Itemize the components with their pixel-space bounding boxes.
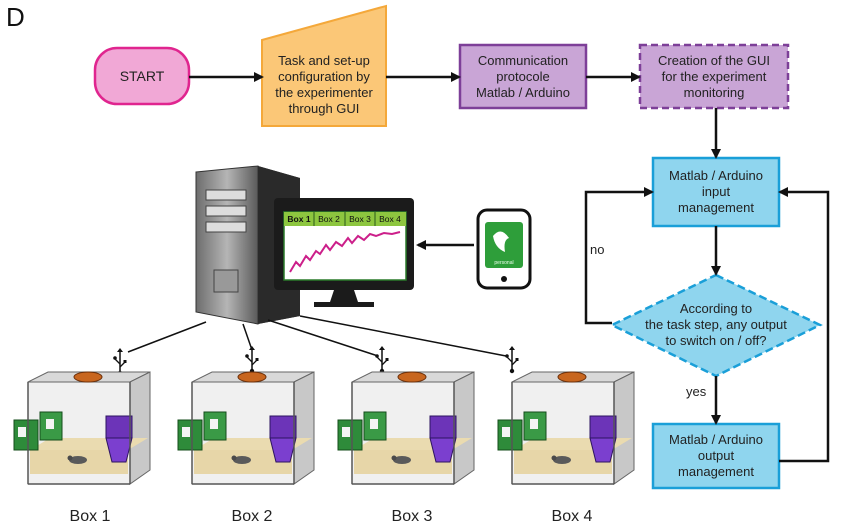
gui-creation-label: Creation of the GUI for the experiment m… <box>658 53 770 100</box>
box-cage-1 <box>13 371 151 485</box>
monitor-chart-line <box>289 231 401 273</box>
input-management-node <box>651 156 781 228</box>
usb-icon-4 <box>505 346 519 374</box>
phone-app-text: personal <box>494 260 513 266</box>
output-management-node <box>651 422 781 490</box>
task-setup-label: Task and set-up configuration by the exp… <box>275 53 373 116</box>
usb-cables <box>127 315 507 357</box>
box-caption-1: Box 1 <box>69 508 111 525</box>
panel-letter: D <box>6 2 25 32</box>
monitor-tab-4: Box 4 <box>379 214 401 224</box>
output-management-label: Matlab / Arduino output management <box>669 432 763 479</box>
monitor-tab-1: Box 1 <box>287 214 310 224</box>
usb-icon-1 <box>113 348 127 376</box>
decision-label: According to the task step, any output t… <box>645 301 787 348</box>
usb-icons <box>113 346 519 376</box>
box-caption-4: Box 4 <box>551 508 593 525</box>
start-label: START <box>119 68 165 84</box>
communication-label: Communication protocole Matlab / Arduino <box>476 53 570 100</box>
input-management-label: Matlab / Arduino input management <box>669 168 763 215</box>
no-label: no <box>590 242 605 257</box>
monitor-tab-3: Box 3 <box>349 214 371 224</box>
usb-icon-3 <box>375 346 389 374</box>
task-setup-node <box>261 4 387 127</box>
arrow-output-loop <box>778 187 830 463</box>
smartphone-icon <box>476 208 532 290</box>
monitor-icon <box>274 198 414 307</box>
communication-node <box>458 43 588 110</box>
yes-label: yes <box>686 384 707 399</box>
arrow-no-loop <box>584 187 654 325</box>
box-cage-3 <box>337 371 475 485</box>
monitor-tab-2: Box 2 <box>318 214 340 224</box>
behavior-boxes <box>13 371 635 485</box>
box-caption-2: Box 2 <box>231 508 273 525</box>
box-caption-3: Box 3 <box>391 508 433 525</box>
box-cage-2 <box>177 371 315 485</box>
usb-icon-2 <box>245 346 259 374</box>
box-cage-4 <box>497 371 635 485</box>
